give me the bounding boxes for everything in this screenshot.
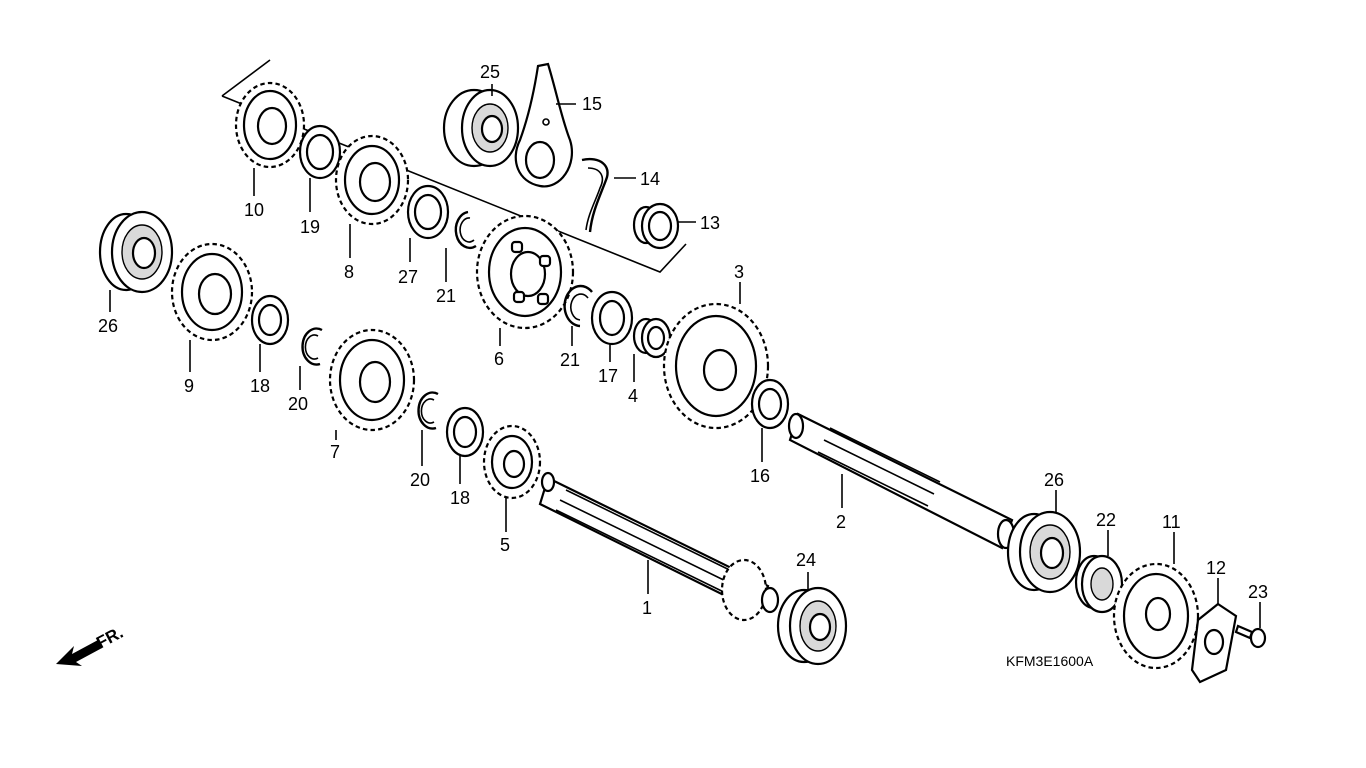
part-21-circlip-right xyxy=(563,284,593,328)
part-10-gear xyxy=(234,81,306,169)
part-18-washer-left xyxy=(250,294,290,346)
part-13-collar xyxy=(632,202,680,250)
callout-11: 11 xyxy=(1162,512,1181,532)
callout-18-right: 18 xyxy=(450,488,470,508)
part-12-plate xyxy=(1190,602,1238,684)
callout-23: 23 xyxy=(1248,582,1268,602)
callout-9: 9 xyxy=(184,376,194,396)
callout-25: 25 xyxy=(480,62,500,82)
part-25-bearing xyxy=(442,88,520,168)
part-6-gear xyxy=(475,214,575,330)
callout-6: 6 xyxy=(494,349,504,369)
callout-5: 5 xyxy=(500,535,510,555)
part-15-plate xyxy=(514,62,573,188)
callout-13: 13 xyxy=(700,213,720,233)
part-16-washer xyxy=(750,378,790,430)
part-8-gear xyxy=(334,134,410,226)
part-26-bearing-right xyxy=(1006,510,1082,594)
callout-8: 8 xyxy=(344,262,354,282)
callout-21-upper: 21 xyxy=(436,286,456,306)
callout-19: 19 xyxy=(300,217,320,237)
callout-26-right: 26 xyxy=(1044,470,1064,490)
part-3-gear xyxy=(662,302,770,430)
callout-labels: 10 19 8 27 21 25 15 14 13 26 9 18 20 7 2… xyxy=(98,62,1268,618)
callout-2: 2 xyxy=(836,512,846,532)
part-2-countershaft xyxy=(787,412,1016,550)
callout-15: 15 xyxy=(582,94,602,114)
callout-10: 10 xyxy=(244,200,264,220)
part-5-gear xyxy=(482,424,542,500)
callout-27: 27 xyxy=(398,267,418,287)
callout-22: 22 xyxy=(1096,510,1116,530)
callout-12: 12 xyxy=(1206,558,1226,578)
part-4-bushing xyxy=(632,317,672,359)
part-19-washer xyxy=(298,124,342,180)
part-1-mainshaft xyxy=(538,471,780,622)
callout-20-right: 20 xyxy=(410,470,430,490)
part-18-washer-right xyxy=(445,406,485,458)
callout-21-right: 21 xyxy=(560,350,580,370)
callout-4: 4 xyxy=(628,386,638,406)
part-7-gear xyxy=(328,328,416,432)
callout-16: 16 xyxy=(750,466,770,486)
callout-14: 14 xyxy=(640,169,660,189)
part-27-washer xyxy=(406,184,450,240)
part-11-sprocket xyxy=(1112,562,1200,670)
callout-1: 1 xyxy=(642,598,652,618)
part-22-seal xyxy=(1074,554,1124,614)
part-14-clip xyxy=(581,157,609,233)
part-24-bearing xyxy=(776,586,848,666)
part-26-bearing-left xyxy=(98,210,174,294)
part-9-gear xyxy=(170,242,254,342)
callout-7: 7 xyxy=(330,442,340,462)
part-23-bolt xyxy=(1234,624,1267,649)
part-20-circlip-left xyxy=(301,327,323,366)
callout-24: 24 xyxy=(796,550,816,570)
part-17-washer xyxy=(590,290,634,346)
part-20-circlip-right xyxy=(417,391,439,430)
callout-leaders xyxy=(109,84,1261,628)
callout-26-left: 26 xyxy=(98,316,118,336)
callout-18-left: 18 xyxy=(250,376,270,396)
part-21-circlip-upper xyxy=(454,210,477,249)
front-arrow-icon xyxy=(56,640,102,666)
callout-3: 3 xyxy=(734,262,744,282)
callout-17: 17 xyxy=(598,366,618,386)
diagram-code: KFM3E1600A xyxy=(1006,653,1094,669)
callout-20-left: 20 xyxy=(288,394,308,414)
